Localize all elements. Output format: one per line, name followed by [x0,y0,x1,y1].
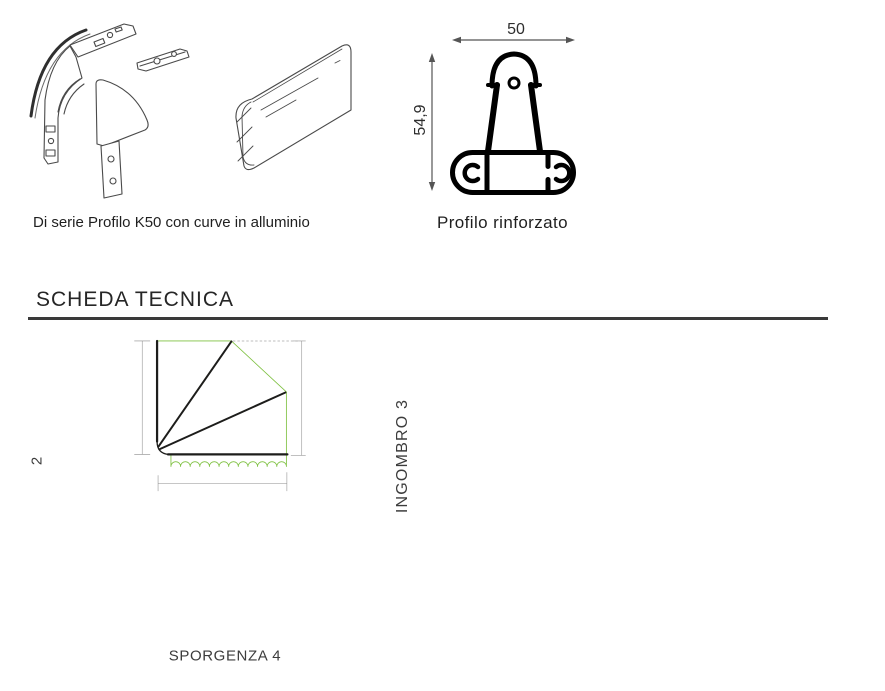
curve-assembly-caption: Di serie Profilo K50 con curve in allumi… [33,214,310,231]
profile-width-dimension-label: 50 [507,21,525,38]
ingombro-dimension-label: INGOMBRO 3 [394,398,411,514]
awning-diagram-icon [134,339,306,492]
profile-bar-drawing-icon [235,44,352,171]
profile-height-dimension-label: 54,9 [412,104,429,136]
tech-sheet-heading: SCHEDA TECNICA [36,288,234,311]
reinforced-profile-drawing-icon [428,36,576,195]
reinforced-profile-caption: Profilo rinforzato [437,213,568,232]
curve-assembly-drawing-icon [29,23,190,199]
sporgenza-dimension-label: SPORGENZA 4 [168,647,282,665]
wall-height-dimension-label: 2 [28,456,46,466]
heading-divider [28,317,828,320]
